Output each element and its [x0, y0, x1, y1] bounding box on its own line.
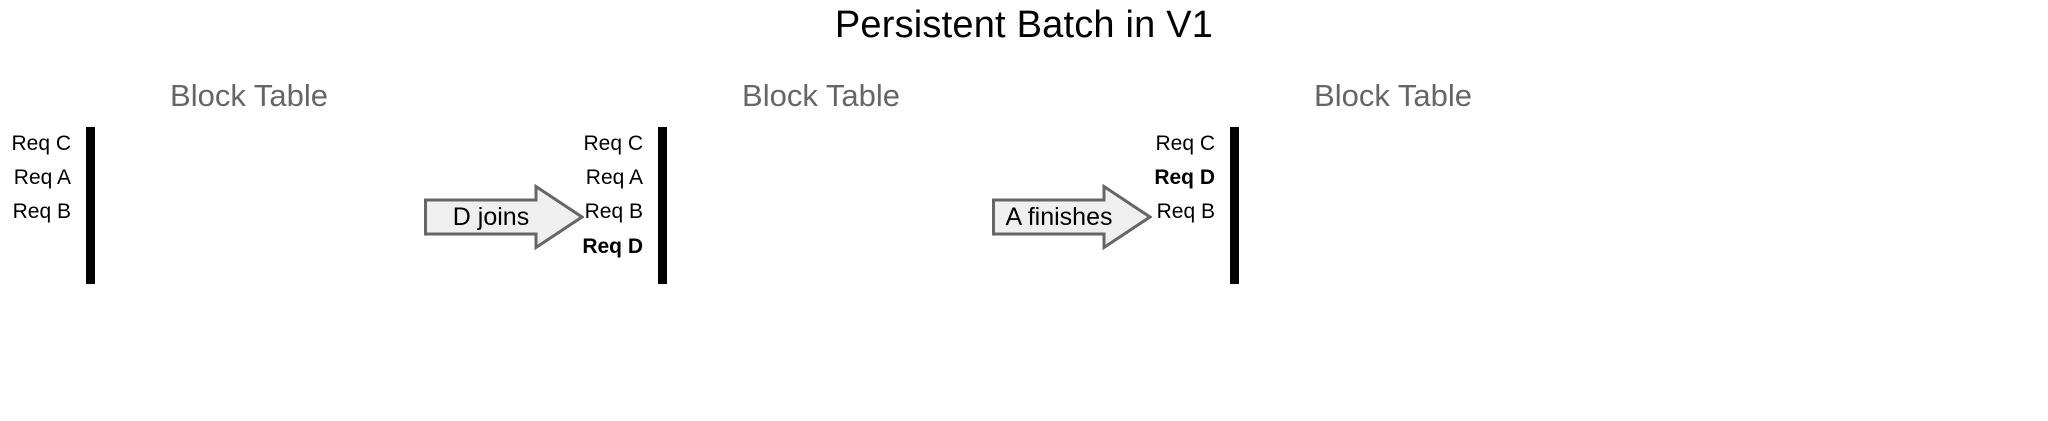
row-label-2-1: Req A: [585, 166, 643, 190]
table-row: [1232, 250, 1237, 282]
block-cell: [1235, 220, 1237, 252]
table-row: [88, 250, 93, 282]
block-table-3: [1232, 128, 1237, 282]
table-row: [88, 220, 93, 252]
block-table-title-1: Block Table: [170, 78, 328, 113]
row-label-1-3: [8, 230, 80, 264]
table-row: [660, 250, 665, 282]
block-cell: [91, 250, 93, 282]
block-cell: [663, 189, 665, 222]
row-label-2-3: Req D: [582, 234, 643, 258]
block-table-1: [88, 128, 93, 282]
arrow-a-finishes: A finishes: [992, 184, 1152, 250]
row-label-1-0: Req C: [11, 132, 71, 155]
block-table-body-3: [1232, 128, 1237, 282]
block-cell: [663, 250, 665, 282]
table-row: [88, 128, 93, 161]
block-cell: [663, 220, 665, 252]
block-table-body-2: [660, 128, 665, 282]
block-cell: [663, 159, 665, 191]
arrow-right-icon: [424, 184, 584, 250]
table-row: [1232, 220, 1237, 252]
block-cell: [91, 220, 93, 252]
diagram-stage: Block Table Req C Req A Req B D joins Bl…: [0, 78, 2048, 328]
row-label-list-2: Req C Req A Req B Req D: [580, 127, 652, 298]
block-table-title-2: Block Table: [742, 78, 900, 113]
table-row: [88, 159, 93, 191]
row-label-2-2: Req B: [584, 200, 643, 224]
row-label-3-1: Req D: [1154, 166, 1215, 190]
row-label-3-4: [1152, 264, 1224, 298]
table-row: [1232, 189, 1237, 222]
row-label-3-3: [1152, 230, 1224, 264]
block-table-grid-1: [86, 127, 95, 284]
block-cell: [1235, 128, 1237, 161]
block-cell: [663, 128, 665, 161]
row-label-2-4: [580, 264, 652, 298]
page-title: Persistent Batch in V1: [834, 4, 1214, 46]
table-row: [660, 220, 665, 252]
block-cell: [1235, 189, 1237, 222]
arrow-d-joins: D joins: [424, 184, 584, 250]
row-label-1-1: Req A: [13, 166, 71, 190]
block-cell: [91, 189, 93, 222]
table-row: [660, 189, 665, 222]
table-row: [660, 159, 665, 191]
row-label-2-0: Req C: [583, 132, 643, 155]
block-table-grid-3: [1230, 127, 1239, 284]
block-cell: [1235, 250, 1237, 282]
table-row: [1232, 159, 1237, 191]
block-table-title-3: Block Table: [1314, 78, 1472, 113]
table-row: [1232, 128, 1237, 161]
block-table-body-1: [88, 128, 93, 282]
row-label-list-3: Req C Req D Req B: [1152, 127, 1224, 298]
row-label-3-2: Req B: [1156, 200, 1215, 224]
row-label-list-1: Req C Req A Req B: [8, 127, 80, 298]
block-cell: [91, 159, 93, 191]
block-table-2: [660, 128, 665, 282]
row-label-1-2: Req B: [12, 200, 71, 224]
block-cell: [1235, 159, 1237, 191]
block-cell: [91, 128, 93, 161]
row-label-3-0: Req C: [1155, 132, 1215, 155]
block-table-grid-2: [658, 127, 667, 284]
arrow-right-icon: [992, 184, 1152, 250]
table-row: [88, 189, 93, 222]
row-label-1-4: [8, 264, 80, 298]
table-row: [660, 128, 665, 161]
